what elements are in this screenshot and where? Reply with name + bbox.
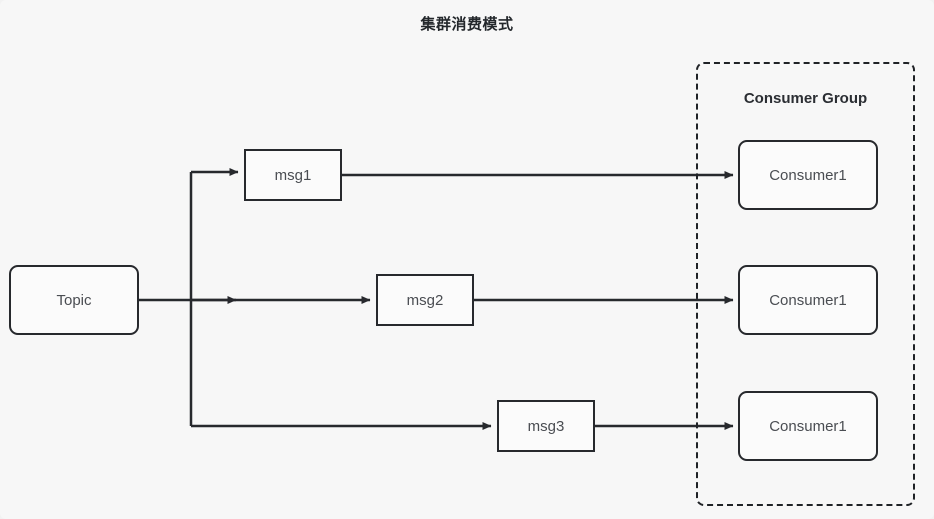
message-node-msg2[interactable]: msg2 bbox=[376, 274, 474, 326]
topic-node-label: Topic bbox=[56, 291, 92, 309]
consumer-node-label: Consumer1 bbox=[769, 291, 847, 309]
topic-node[interactable]: Topic bbox=[9, 265, 139, 335]
consumer-group-label: Consumer Group bbox=[743, 90, 868, 107]
message-node-label: msg3 bbox=[527, 417, 565, 435]
consumer-group-container bbox=[696, 62, 915, 506]
diagram-title: 集群消费模式 bbox=[420, 16, 514, 33]
message-node-msg1[interactable]: msg1 bbox=[244, 149, 342, 201]
message-node-label: msg1 bbox=[274, 166, 312, 184]
consumer-node-label: Consumer1 bbox=[769, 417, 847, 435]
message-node-msg3[interactable]: msg3 bbox=[497, 400, 595, 452]
consumer-node-2[interactable]: Consumer1 bbox=[738, 265, 878, 335]
consumer-node-1[interactable]: Consumer1 bbox=[738, 140, 878, 210]
consumer-node-3[interactable]: Consumer1 bbox=[738, 391, 878, 461]
consumer-node-label: Consumer1 bbox=[769, 166, 847, 184]
message-node-label: msg2 bbox=[406, 291, 444, 309]
